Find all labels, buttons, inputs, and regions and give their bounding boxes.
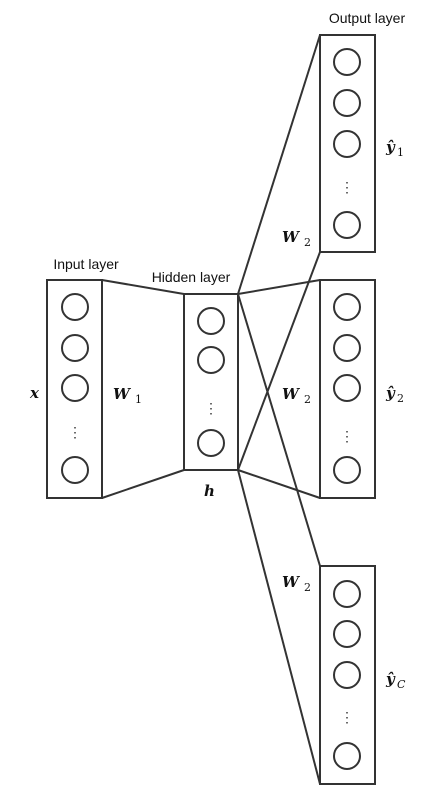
- output-panel-1: ⋮: [319, 34, 376, 253]
- hidden-output-connections: [237, 34, 321, 785]
- output-neuron: [333, 89, 361, 117]
- w2-symbol-top: W 2: [282, 228, 311, 249]
- output-panel-2: ⋮: [319, 279, 376, 499]
- w1-symbol: W 1: [113, 385, 142, 406]
- output-neuron: [333, 48, 361, 76]
- output-panel-c: ⋮: [319, 565, 376, 785]
- output-2-ellipsis: ⋮: [340, 429, 354, 445]
- svg-text:2: 2: [304, 393, 311, 406]
- y1-symbol: ŷ 1: [385, 138, 404, 159]
- output-neuron: [333, 130, 361, 158]
- svg-text:1: 1: [135, 393, 142, 406]
- hidden-layer: ⋮: [183, 293, 239, 471]
- input-vector-symbol: x: [29, 384, 40, 402]
- input-neuron: [61, 374, 89, 402]
- output-neuron: [333, 661, 361, 689]
- hidden-neuron: [197, 429, 225, 457]
- svg-text:W: W: [282, 228, 301, 246]
- hidden-layer-box: [183, 293, 239, 471]
- input-hidden-connections: [101, 279, 185, 499]
- input-layer: ⋮: [46, 279, 103, 499]
- input-ellipsis: ⋮: [68, 425, 82, 441]
- output-neuron: [333, 742, 361, 770]
- output-1-ellipsis: ⋮: [340, 180, 354, 196]
- output-neuron: [333, 580, 361, 608]
- svg-text:W: W: [282, 573, 301, 591]
- svg-text:W: W: [282, 385, 301, 403]
- input-neuron: [61, 334, 89, 362]
- w2-symbol-middle: W 2: [282, 385, 311, 406]
- svg-text:ŷ: ŷ: [385, 138, 396, 156]
- svg-text:1: 1: [397, 146, 404, 159]
- output-neuron: [333, 293, 361, 321]
- svg-text:2: 2: [397, 392, 404, 405]
- input-neuron: [61, 293, 89, 321]
- svg-text:ŷ: ŷ: [385, 384, 396, 402]
- svg-text:ŷ: ŷ: [385, 670, 396, 688]
- output-panel-c-box: [319, 565, 376, 785]
- svg-text:W: W: [113, 385, 132, 403]
- hidden-layer-label: Hidden layer: [152, 269, 231, 285]
- svg-text:2: 2: [304, 581, 311, 594]
- output-neuron: [333, 374, 361, 402]
- input-neuron: [61, 456, 89, 484]
- output-neuron: [333, 456, 361, 484]
- hidden-ellipsis: ⋮: [204, 401, 218, 417]
- output-neuron: [333, 620, 361, 648]
- hidden-vector-symbol: h: [204, 482, 215, 500]
- svg-text:2: 2: [304, 236, 311, 249]
- svg-text:C: C: [397, 678, 406, 691]
- yc-symbol: ŷ C: [385, 670, 406, 691]
- output-neuron: [333, 211, 361, 239]
- w2-symbol-bottom: W 2: [282, 573, 311, 594]
- y2-symbol: ŷ 2: [385, 384, 404, 405]
- output-layer-label: Output layer: [329, 10, 406, 26]
- hidden-neuron: [197, 346, 225, 374]
- output-c-ellipsis: ⋮: [340, 710, 354, 726]
- input-layer-box: [46, 279, 103, 499]
- output-neuron: [333, 334, 361, 362]
- output-panel-2-box: [319, 279, 376, 499]
- input-layer-label: Input layer: [53, 256, 119, 272]
- output-panel-1-box: [319, 34, 376, 253]
- hidden-neuron: [197, 307, 225, 335]
